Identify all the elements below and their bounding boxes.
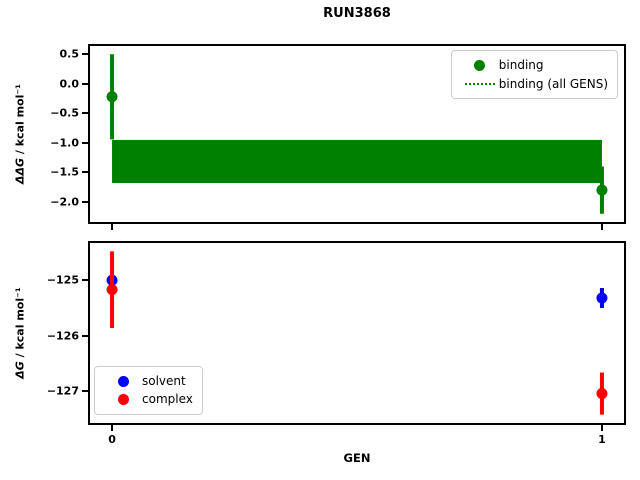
y-tick-label: 0.5 bbox=[59, 47, 80, 61]
point-binding bbox=[106, 91, 118, 103]
binding-all-gens-dotted-line-icon bbox=[464, 82, 495, 85]
bottom-y-axis-label-units: / kcal mol⁻¹ bbox=[13, 287, 27, 362]
band-binding (all GENS) bbox=[112, 139, 602, 184]
x-tick-mark bbox=[600, 425, 603, 431]
top-plot-canvas bbox=[106, 54, 608, 214]
top-y-axis-label-units: / kcal mol⁻¹ bbox=[13, 83, 27, 158]
point-binding bbox=[596, 184, 608, 196]
y-tick-label: −1.0 bbox=[50, 136, 79, 150]
legend-marker-cell bbox=[461, 59, 499, 71]
legend-marker-cell bbox=[461, 82, 499, 85]
x-axis-label: GEN bbox=[343, 451, 371, 465]
figure-title: RUN3868 bbox=[323, 6, 391, 21]
y-tick-mark bbox=[82, 390, 88, 393]
bottom-plot-canvas bbox=[106, 251, 608, 415]
y-tick-mark bbox=[82, 82, 88, 85]
bottom-legend: solvent complex bbox=[94, 365, 203, 415]
y-tick-mark bbox=[82, 141, 88, 144]
point-solvent bbox=[596, 292, 608, 304]
complex-dot-icon bbox=[117, 394, 129, 406]
y-tick-mark bbox=[82, 200, 88, 203]
y-tick-label: −0.5 bbox=[50, 106, 79, 120]
y-tick-label: −2.0 bbox=[50, 195, 79, 209]
y-tick-mark bbox=[82, 279, 88, 282]
bottom-y-axis-label-symbol: ΔG bbox=[13, 361, 27, 379]
y-tick-mark bbox=[82, 334, 88, 337]
legend-marker-cell bbox=[104, 394, 142, 406]
top-legend: binding binding (all GENS) bbox=[450, 50, 618, 100]
bottom-y-axis-label: ΔG / kcal mol⁻¹ bbox=[14, 287, 27, 379]
point-complex bbox=[106, 284, 118, 296]
top-plot: binding binding (all GENS) 0.5 0.0 −0.5 −1.… bbox=[50, 44, 626, 230]
legend-item-complex: complex bbox=[104, 390, 193, 409]
y-tick-mark bbox=[82, 53, 88, 56]
y-tick-label: 0.0 bbox=[59, 77, 80, 91]
solvent-dot-icon bbox=[117, 375, 129, 387]
point-complex bbox=[596, 388, 608, 400]
binding-dot-icon bbox=[474, 59, 486, 71]
y-tick-mark bbox=[82, 112, 88, 115]
legend-label-complex: complex bbox=[142, 392, 193, 407]
y-tick-label: −127 bbox=[46, 384, 79, 398]
x-tick-label: 1 bbox=[598, 433, 606, 446]
x-tick-mark bbox=[111, 224, 114, 230]
top-y-axis-label: ΔΔG / kcal mol⁻¹ bbox=[14, 84, 27, 184]
top-y-axis-label-symbol: ΔΔG bbox=[13, 157, 27, 185]
legend-item-binding: binding bbox=[461, 56, 608, 75]
legend-marker-cell bbox=[104, 375, 142, 387]
bottom-plot: solvent complex −125 −126 −127 0 1 bbox=[47, 241, 626, 446]
x-tick-mark bbox=[600, 224, 603, 230]
legend-item-solvent: solvent bbox=[104, 372, 193, 391]
y-tick-label: −1.5 bbox=[50, 165, 79, 179]
y-tick-mark bbox=[82, 171, 88, 174]
y-tick-label: −126 bbox=[46, 329, 79, 343]
legend-label-solvent: solvent bbox=[142, 373, 186, 388]
legend-label-binding-all-gens: binding (all GENS) bbox=[498, 76, 608, 91]
legend-item-binding-all-gens: binding (all GENS) bbox=[461, 75, 608, 94]
y-tick-label: −125 bbox=[46, 273, 79, 287]
legend-label-binding: binding bbox=[498, 58, 544, 72]
x-tick-label: 0 bbox=[108, 433, 116, 446]
x-tick-mark bbox=[111, 425, 114, 431]
